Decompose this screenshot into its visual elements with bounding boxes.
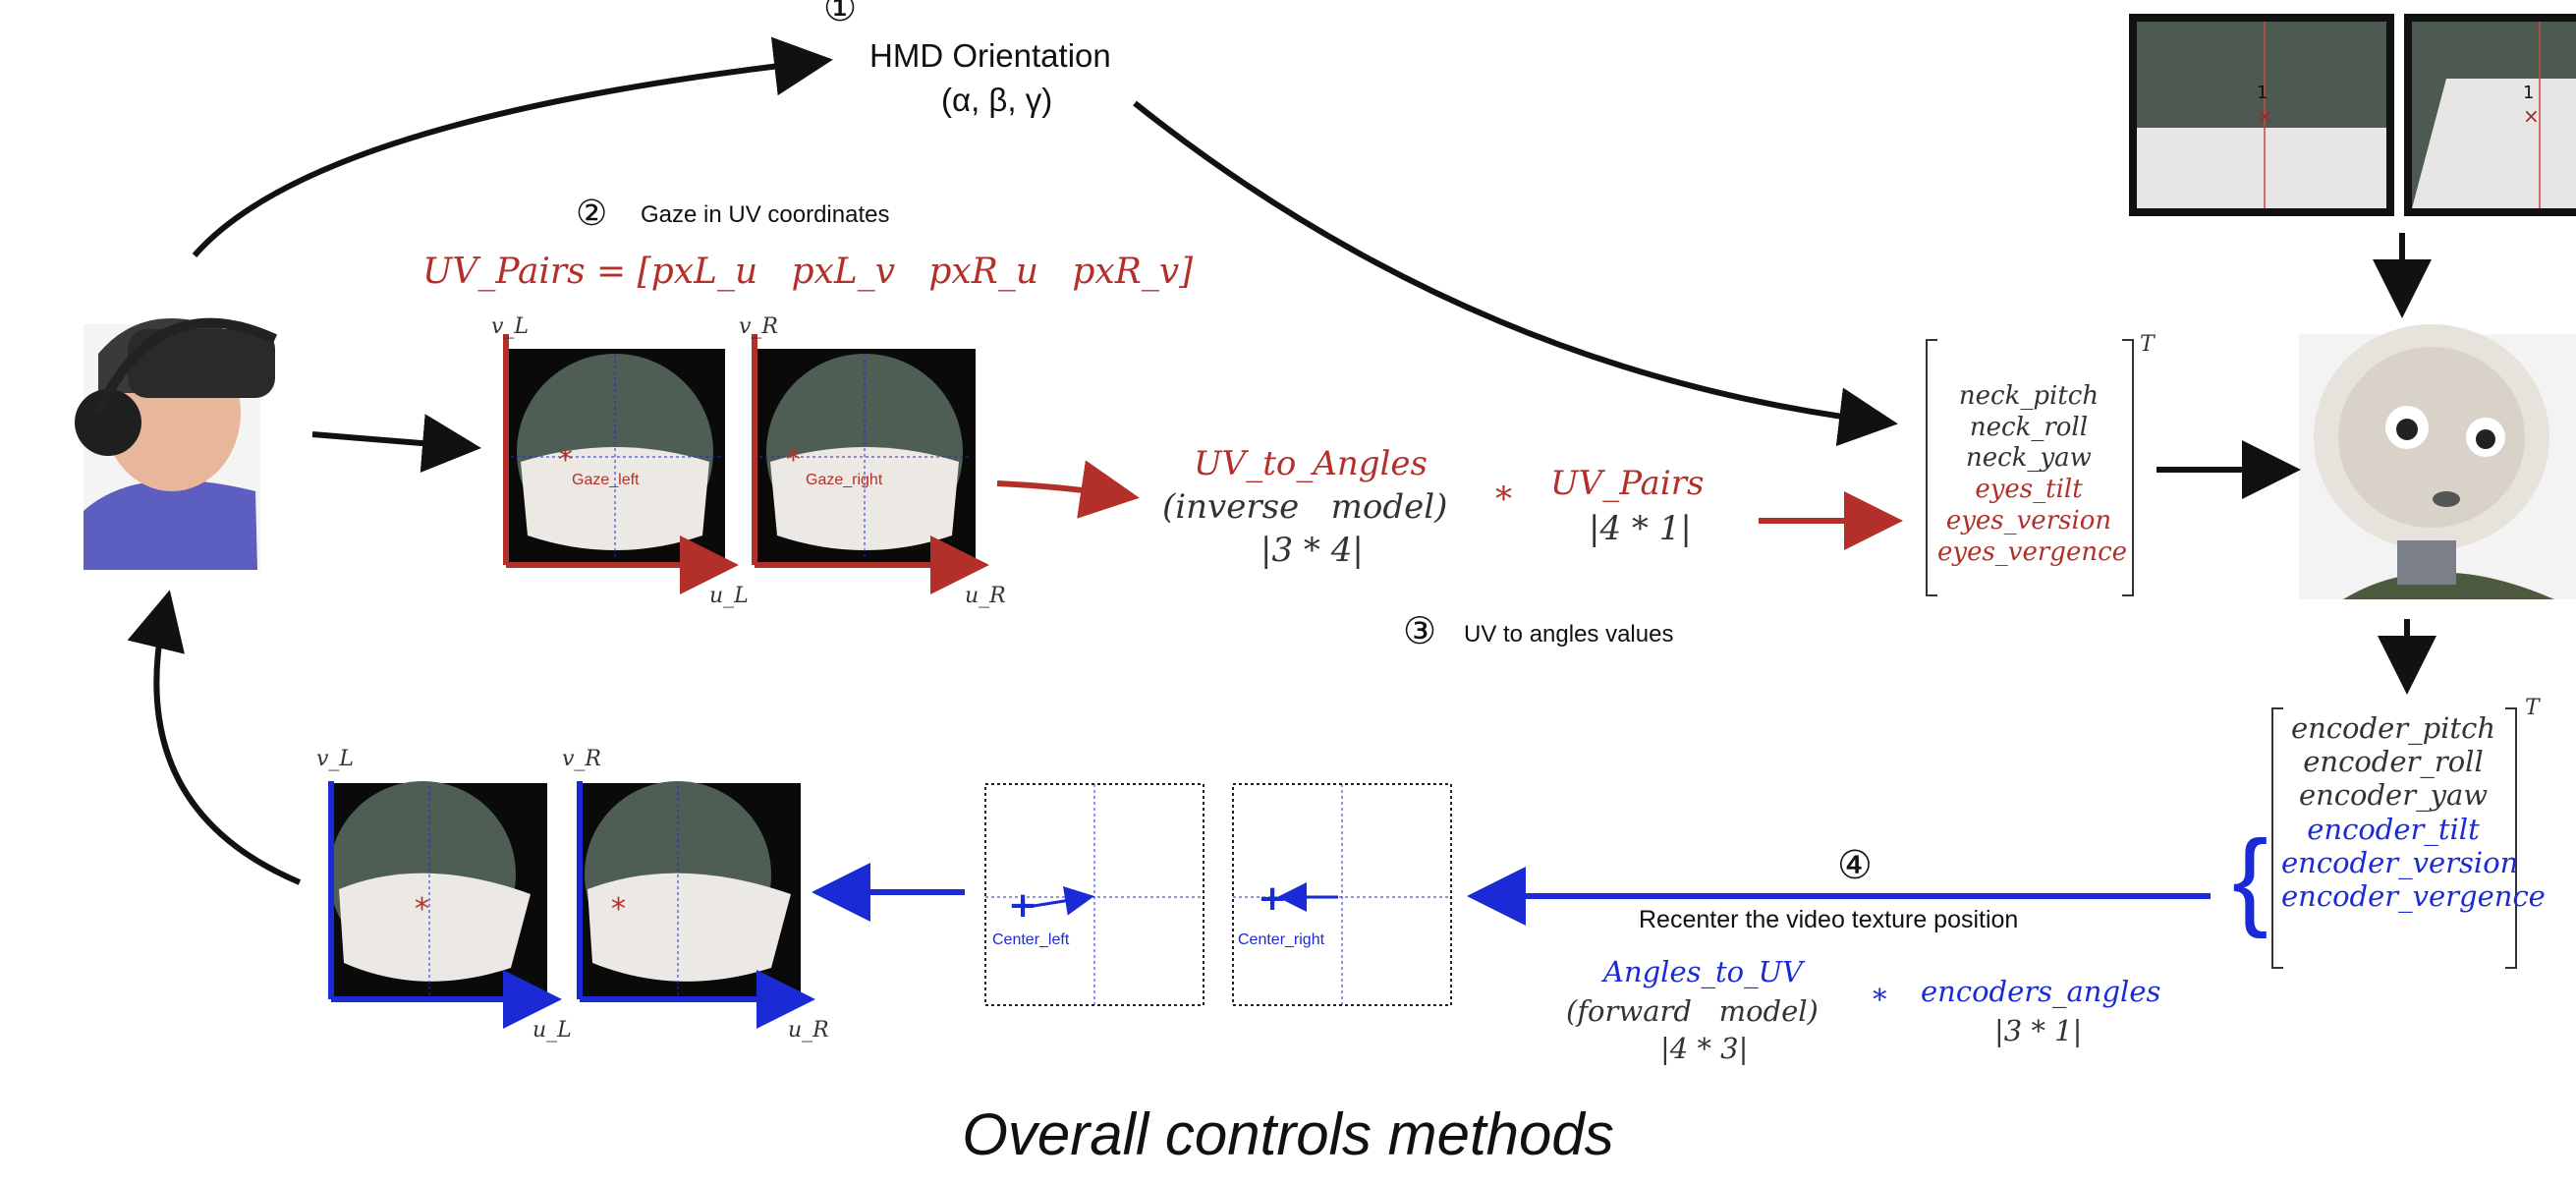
top-axis-vr: v_R [739, 314, 778, 339]
vr-user-illustration [75, 317, 278, 570]
robot-head-illustration [2299, 324, 2576, 599]
svg-text:*: * [786, 443, 801, 478]
svg-text:1: 1 [2257, 83, 2268, 103]
encoder-roll-entry: encoder_roll [2303, 745, 2484, 779]
center-right-grid: + [1232, 783, 1452, 1006]
top-axis-ur: u_R [965, 584, 1006, 608]
forward-model-label: (forward model) [1566, 994, 1819, 1028]
encoder-version-entry: encoder_version [2281, 845, 2519, 879]
encoder-vector-right-bracket [2505, 707, 2517, 969]
center-right-label: Center_right [1238, 931, 1325, 948]
step3-number: ③ [1403, 611, 1437, 652]
arrow-user-to-cameras [311, 414, 481, 474]
inverse-model-label: (inverse model) [1162, 487, 1448, 527]
step4-number: ④ [1837, 844, 1873, 887]
svg-text:×: × [2523, 104, 2540, 128]
inverse-pairs-dims: |4 * 1| [1589, 509, 1692, 548]
arrow-hmd-to-neck-vector [1133, 100, 1898, 447]
step2-label: Gaze in UV coordinates [641, 201, 890, 228]
inverse-uv-pairs: UV_Pairs [1550, 464, 1705, 503]
eyes-vergence-entry: eyes_vergence [1937, 536, 2128, 567]
svg-text:+: + [1258, 878, 1287, 919]
encoder-vector-transpose: T [2525, 696, 2540, 720]
top-axis-ul: u_L [709, 584, 749, 608]
neck-pitch-entry: neck_pitch [1958, 381, 2100, 411]
eyes-version-entry: eyes_version [1945, 505, 2112, 536]
svg-text:*: * [558, 443, 573, 478]
neck-vector: neck_pitch neck_roll neck_yaw eyes_tilt … [1937, 381, 2128, 568]
encoder-tilt-entry: encoder_tilt [2307, 812, 2480, 846]
svg-text:×: × [2257, 104, 2273, 128]
encoder-pitch-entry: encoder_pitch [2290, 711, 2496, 745]
angles-to-uv-label: Angles_to_UV [1603, 955, 1803, 988]
svg-text:+: + [1008, 885, 1037, 926]
encoders-angles-dims: |3 * 1| [1994, 1014, 2083, 1047]
bottom-axis-vl: v_L [316, 747, 355, 771]
arrow-user-to-hmd [192, 36, 833, 257]
top-camera-left: * [503, 334, 739, 594]
neck-roll-entry: neck_roll [1969, 412, 2089, 442]
neck-vector-right-bracket [2122, 339, 2134, 596]
top-axis-vl: v_L [491, 314, 530, 339]
top-camera-right: * [752, 334, 989, 594]
inverse-dims: |3 * 4| [1260, 531, 1364, 570]
encoders-angles-label: encoders_angles [1921, 975, 2161, 1008]
neck-vector-transpose: T [2140, 332, 2155, 357]
arrow-cameras-to-inverse [996, 460, 1140, 519]
uv-pairs-formula: UV_Pairs = [pxL_u pxL_v pxR_u pxR_v] [422, 252, 1194, 292]
hmd-orientation-label: HMD Orientation [869, 37, 1111, 74]
step2-number: ② [576, 193, 608, 233]
bottom-camera-right: * [577, 781, 815, 1029]
bottom-camera-left: * [328, 781, 562, 1029]
gaze-right-label: Gaze_right [806, 472, 883, 488]
step3-label: UV to angles values [1464, 621, 1674, 648]
forward-dims: |4 * 3| [1660, 1032, 1749, 1065]
robot-camera-frames: 1 × 1 × [2129, 14, 2576, 216]
encoder-group-brace: { [2232, 818, 2268, 939]
uv-to-angles-label: UV_to_Angles [1194, 444, 1428, 483]
center-left-grid: + [984, 783, 1204, 1006]
gaze-left-label: Gaze_left [572, 472, 640, 488]
step4-label: Recenter the video texture position [1639, 906, 2019, 933]
step1-number: ① [823, 0, 858, 29]
neck-yaw-entry: neck_yaw [1966, 443, 2092, 474]
encoder-vergence-entry: encoder_vergence [2281, 879, 2546, 914]
eyes-tilt-entry: eyes_tilt [1975, 475, 2083, 505]
center-left-label: Center_left [992, 931, 1070, 948]
bottom-axis-ur: u_R [788, 1018, 829, 1043]
svg-text:1: 1 [2523, 83, 2534, 103]
svg-text:*: * [611, 892, 626, 927]
encoder-vector: encoder_pitch encoder_roll encoder_yaw e… [2281, 711, 2546, 914]
forward-multiply-op: * [1873, 983, 1887, 1016]
bottom-axis-vr: v_R [562, 747, 601, 771]
encoder-vector-left-bracket [2271, 707, 2283, 969]
svg-text:*: * [415, 892, 429, 927]
bottom-axis-ul: u_L [532, 1018, 572, 1043]
neck-vector-left-bracket [1926, 339, 1937, 596]
arrow-bottom-cameras-to-user [127, 590, 302, 885]
hmd-orientation-vars: (α, β, γ) [941, 82, 1053, 118]
encoder-yaw-entry: encoder_yaw [2298, 778, 2489, 813]
diagram-title: Overall controls methods [962, 1101, 1614, 1167]
inverse-multiply-op: * [1495, 479, 1512, 519]
